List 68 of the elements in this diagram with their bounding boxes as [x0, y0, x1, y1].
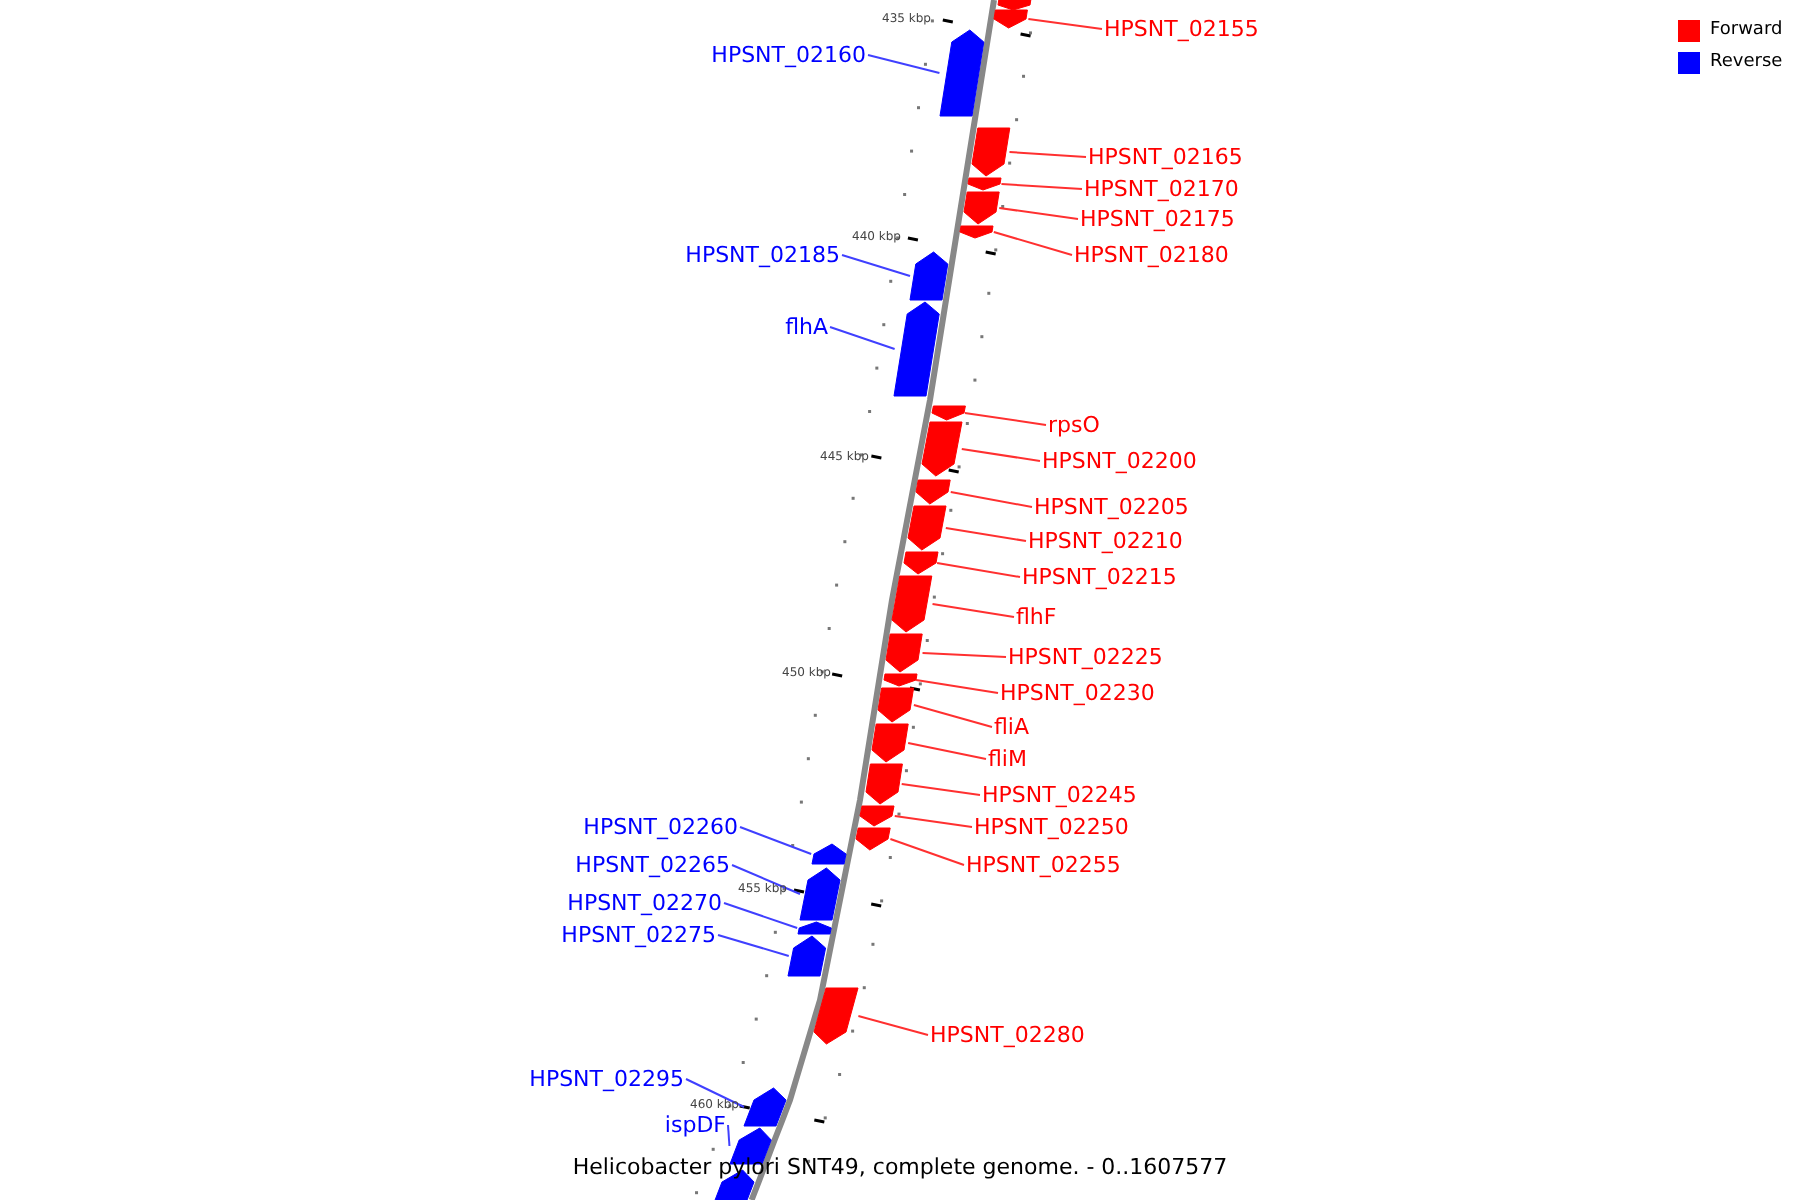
- leader-line: [907, 742, 987, 760]
- gene-label: fliM: [988, 746, 1027, 772]
- gene-label: HPSNT_02270: [567, 890, 722, 916]
- gene-label: HPSNT_02225: [1008, 644, 1163, 670]
- gene-label: HPSNT_02185: [685, 242, 840, 268]
- gene-label: HPSNT_02265: [575, 852, 730, 878]
- leader-line: [685, 1078, 746, 1108]
- gene-label: HPSNT_02245: [982, 782, 1137, 808]
- leader-line: [739, 826, 813, 855]
- gene-label: HPSNT_02280: [930, 1022, 1085, 1048]
- gene-label: HPSNT_02160: [711, 42, 866, 68]
- leader-line: [900, 783, 981, 796]
- leader-line: [912, 704, 993, 728]
- gene-label: HPSNT_02255: [966, 852, 1121, 878]
- gene-label: HPSNT_02210: [1028, 528, 1183, 554]
- gene-label: HPSNT_02230: [1000, 680, 1155, 706]
- gene-label: rpsO: [1048, 412, 1100, 438]
- gene-label: HPSNT_02275: [561, 922, 716, 948]
- leader-line: [1000, 183, 1083, 190]
- leader-line: [893, 815, 973, 828]
- leader-line: [867, 54, 941, 74]
- leader-line: [949, 491, 1033, 508]
- gene-feature: [814, 988, 859, 1044]
- leader-line: [841, 254, 911, 277]
- gene-label: HPSNT_02170: [1084, 176, 1239, 202]
- gene-label: HPSNT_02155: [1104, 16, 1259, 42]
- legend-label: Reverse: [1710, 50, 1783, 76]
- gene-label: HPSNT_02165: [1088, 144, 1243, 170]
- gene-label: HPSNT_02295: [529, 1066, 684, 1092]
- leader-line: [992, 231, 1073, 256]
- gene-feature: [856, 828, 891, 850]
- leader-line: [921, 652, 1007, 658]
- caption: Helicobacter pylori SNT49, complete genome. - 0..1607577: [570, 1154, 1230, 1180]
- gene-label: ispDF: [664, 1112, 726, 1138]
- leader-line: [723, 902, 799, 929]
- gene-label: HPSNT_02180: [1074, 242, 1229, 268]
- leader-line: [963, 412, 1047, 426]
- gene-label: HPSNT_02205: [1034, 494, 1189, 520]
- leader-line: [717, 934, 790, 957]
- leader-line: [889, 838, 965, 866]
- leader-line: [944, 527, 1027, 542]
- leader-line: [936, 562, 1021, 578]
- gene-feature: [907, 506, 946, 550]
- gene-feature: [939, 30, 984, 116]
- gene-label: fliA: [994, 714, 1030, 740]
- leader-line: [915, 679, 999, 694]
- gene-label: flhF: [1016, 604, 1057, 630]
- gene-feature: [872, 724, 909, 762]
- leader-line: [727, 1124, 731, 1147]
- legend-label: Forward: [1710, 18, 1783, 44]
- gene-feature: [910, 252, 948, 300]
- leader-line: [998, 207, 1079, 220]
- leader-line: [731, 864, 801, 895]
- gene-label: HPSNT_02215: [1022, 564, 1177, 590]
- gene-feature: [994, 10, 1029, 28]
- leader-line: [1027, 18, 1103, 30]
- leader-line: [857, 1015, 929, 1036]
- leader-line: [931, 603, 1015, 618]
- leader-line: [1008, 151, 1087, 158]
- gene-label: HPSNT_02200: [1042, 448, 1197, 474]
- gene-label: HPSNT_02175: [1080, 206, 1235, 232]
- gene-label: flhA: [785, 314, 828, 340]
- gene-label: HPSNT_02250: [974, 814, 1129, 840]
- leader-line: [960, 448, 1041, 462]
- leader-line: [829, 326, 896, 350]
- gene-label: HPSNT_02260: [583, 814, 738, 840]
- gene-feature: [744, 1088, 786, 1126]
- gene-feature: [865, 764, 902, 804]
